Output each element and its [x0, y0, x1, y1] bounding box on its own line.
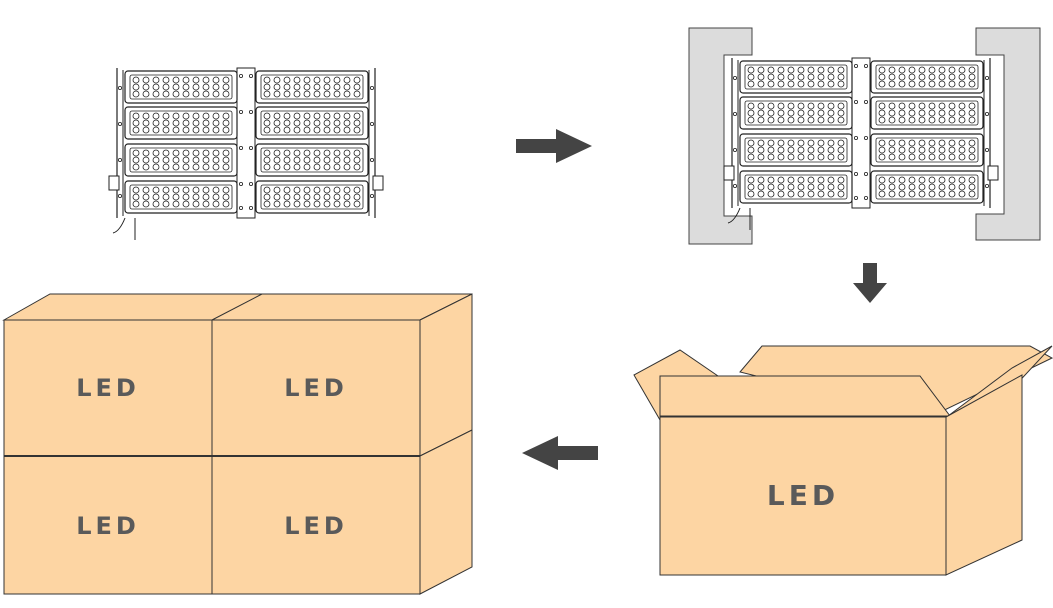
arrow-right-icon: [516, 129, 592, 163]
stacked-carton-label-1: LED: [76, 374, 140, 402]
stacked-cartons: LED LED LED LED: [2, 293, 473, 595]
led-light-fixture: [109, 68, 383, 240]
left-foam-protector: [688, 27, 753, 245]
stacked-carton-label-4: LED: [284, 512, 348, 540]
stacked-carton-label-2: LED: [284, 374, 348, 402]
right-foam-protector: [975, 27, 1041, 241]
carton-label: LED: [767, 479, 839, 512]
arrow-left-icon: [522, 436, 598, 470]
light-in-open-carton: LED: [633, 345, 1053, 576]
stacked-carton-label-3: LED: [76, 512, 140, 540]
light-with-foam-protectors: [688, 27, 1041, 245]
arrow-down-icon: [853, 263, 887, 303]
